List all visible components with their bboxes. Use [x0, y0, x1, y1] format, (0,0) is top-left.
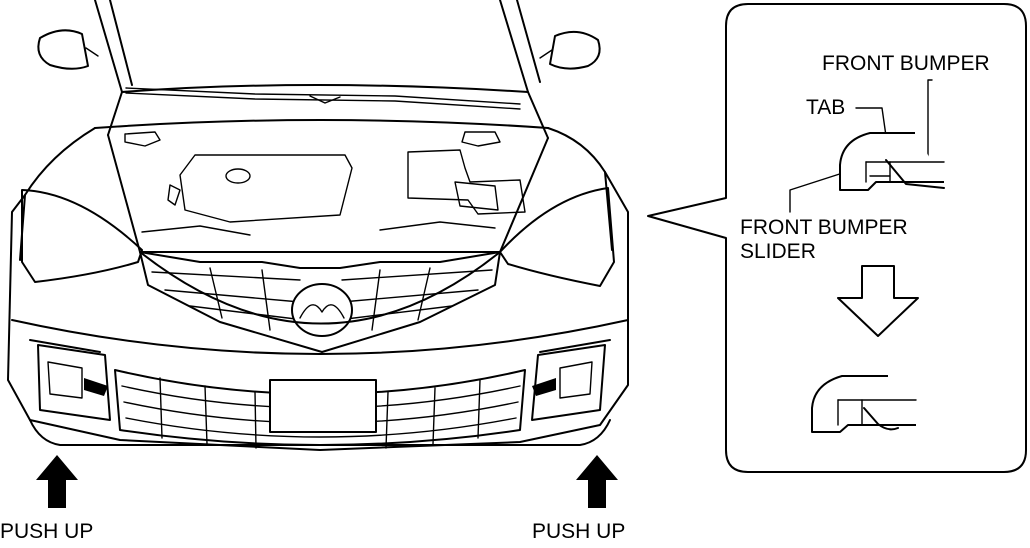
left-mirror — [37, 29, 99, 70]
front-bumper-slider-label-line1: FRONT BUMPER — [740, 216, 908, 239]
step-down-arrow-icon — [837, 265, 919, 337]
clip-before-detail — [839, 132, 945, 191]
push-up-arrow-left-icon — [36, 455, 78, 508]
clip-after-detail — [811, 375, 917, 433]
detail-callout: FRONT BUMPER TAB FRONT BUMPER SLIDER — [647, 3, 1027, 473]
front-bumper — [11, 319, 629, 449]
push-up-arrow-right-icon — [576, 455, 618, 508]
front-bumper-leader — [927, 79, 933, 171]
front-bumper-label: FRONT BUMPER — [822, 52, 990, 75]
push-up-label-left: PUSH UP — [0, 520, 93, 543]
right-headlight — [499, 187, 615, 287]
car-front-illustration — [7, 0, 629, 451]
front-grille — [139, 251, 501, 353]
emblem — [291, 283, 353, 337]
slider-leader — [789, 169, 853, 213]
push-up-label-right: PUSH UP — [532, 520, 625, 543]
raised-hood — [94, 0, 549, 139]
cowl — [94, 119, 549, 129]
license-plate — [269, 379, 377, 433]
tab-label: TAB — [806, 96, 845, 119]
engine-bay — [107, 134, 549, 253]
right-mirror — [539, 30, 601, 70]
left-headlight — [21, 189, 143, 283]
front-bumper-slider-label-line2: SLIDER — [740, 240, 816, 263]
windshield-wiper — [125, 87, 521, 110]
